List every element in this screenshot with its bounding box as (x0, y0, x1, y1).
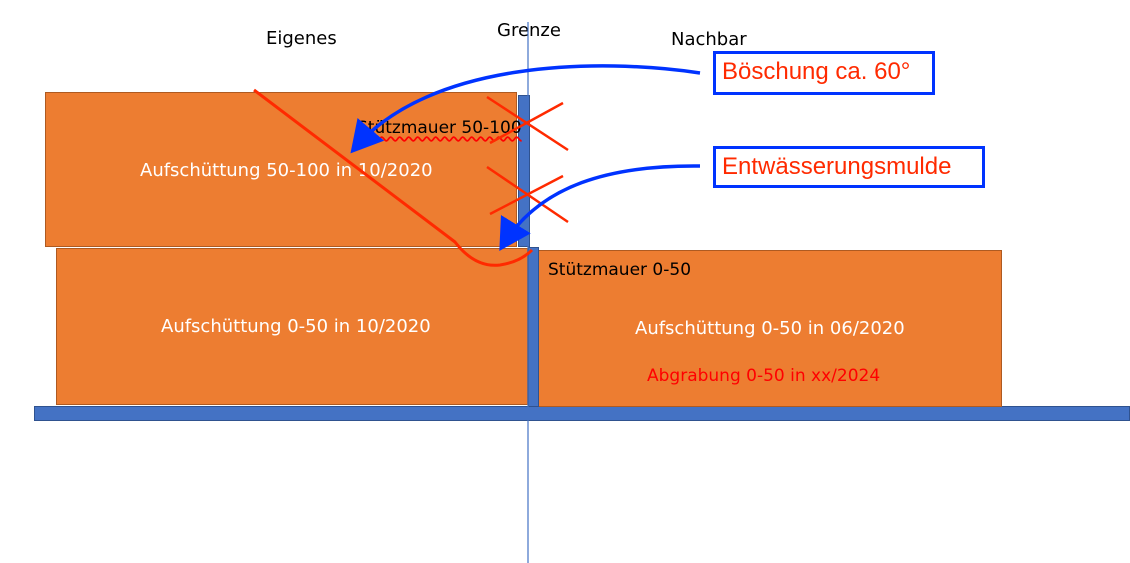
label-neighbor-property: Nachbar (671, 29, 747, 50)
upper-wall-label: Stützmauer 50-100 (357, 118, 522, 138)
lower-fill-block (56, 248, 528, 405)
neighbor-excavation-label: Abgrabung 0-50 in xx/2024 (647, 366, 881, 386)
slope-callout: Böschung ca. 60° (713, 51, 935, 95)
lower-retaining-wall (528, 247, 539, 407)
label-boundary: Grenze (497, 20, 561, 41)
label-own-property: Eigenes (266, 28, 337, 49)
upper-fill-label: Aufschüttung 50-100 in 10/2020 (140, 160, 433, 181)
ground-line (34, 406, 1130, 421)
neighbor-fill-block (537, 250, 1002, 407)
drainage-arrow (499, 164, 701, 251)
lower-fill-label: Aufschüttung 0-50 in 10/2020 (161, 316, 431, 337)
neighbor-fill-label: Aufschüttung 0-50 in 06/2020 (635, 318, 905, 339)
lower-wall-label: Stützmauer 0-50 (548, 260, 692, 280)
drainage-callout: Entwässerungsmulde (713, 146, 985, 188)
